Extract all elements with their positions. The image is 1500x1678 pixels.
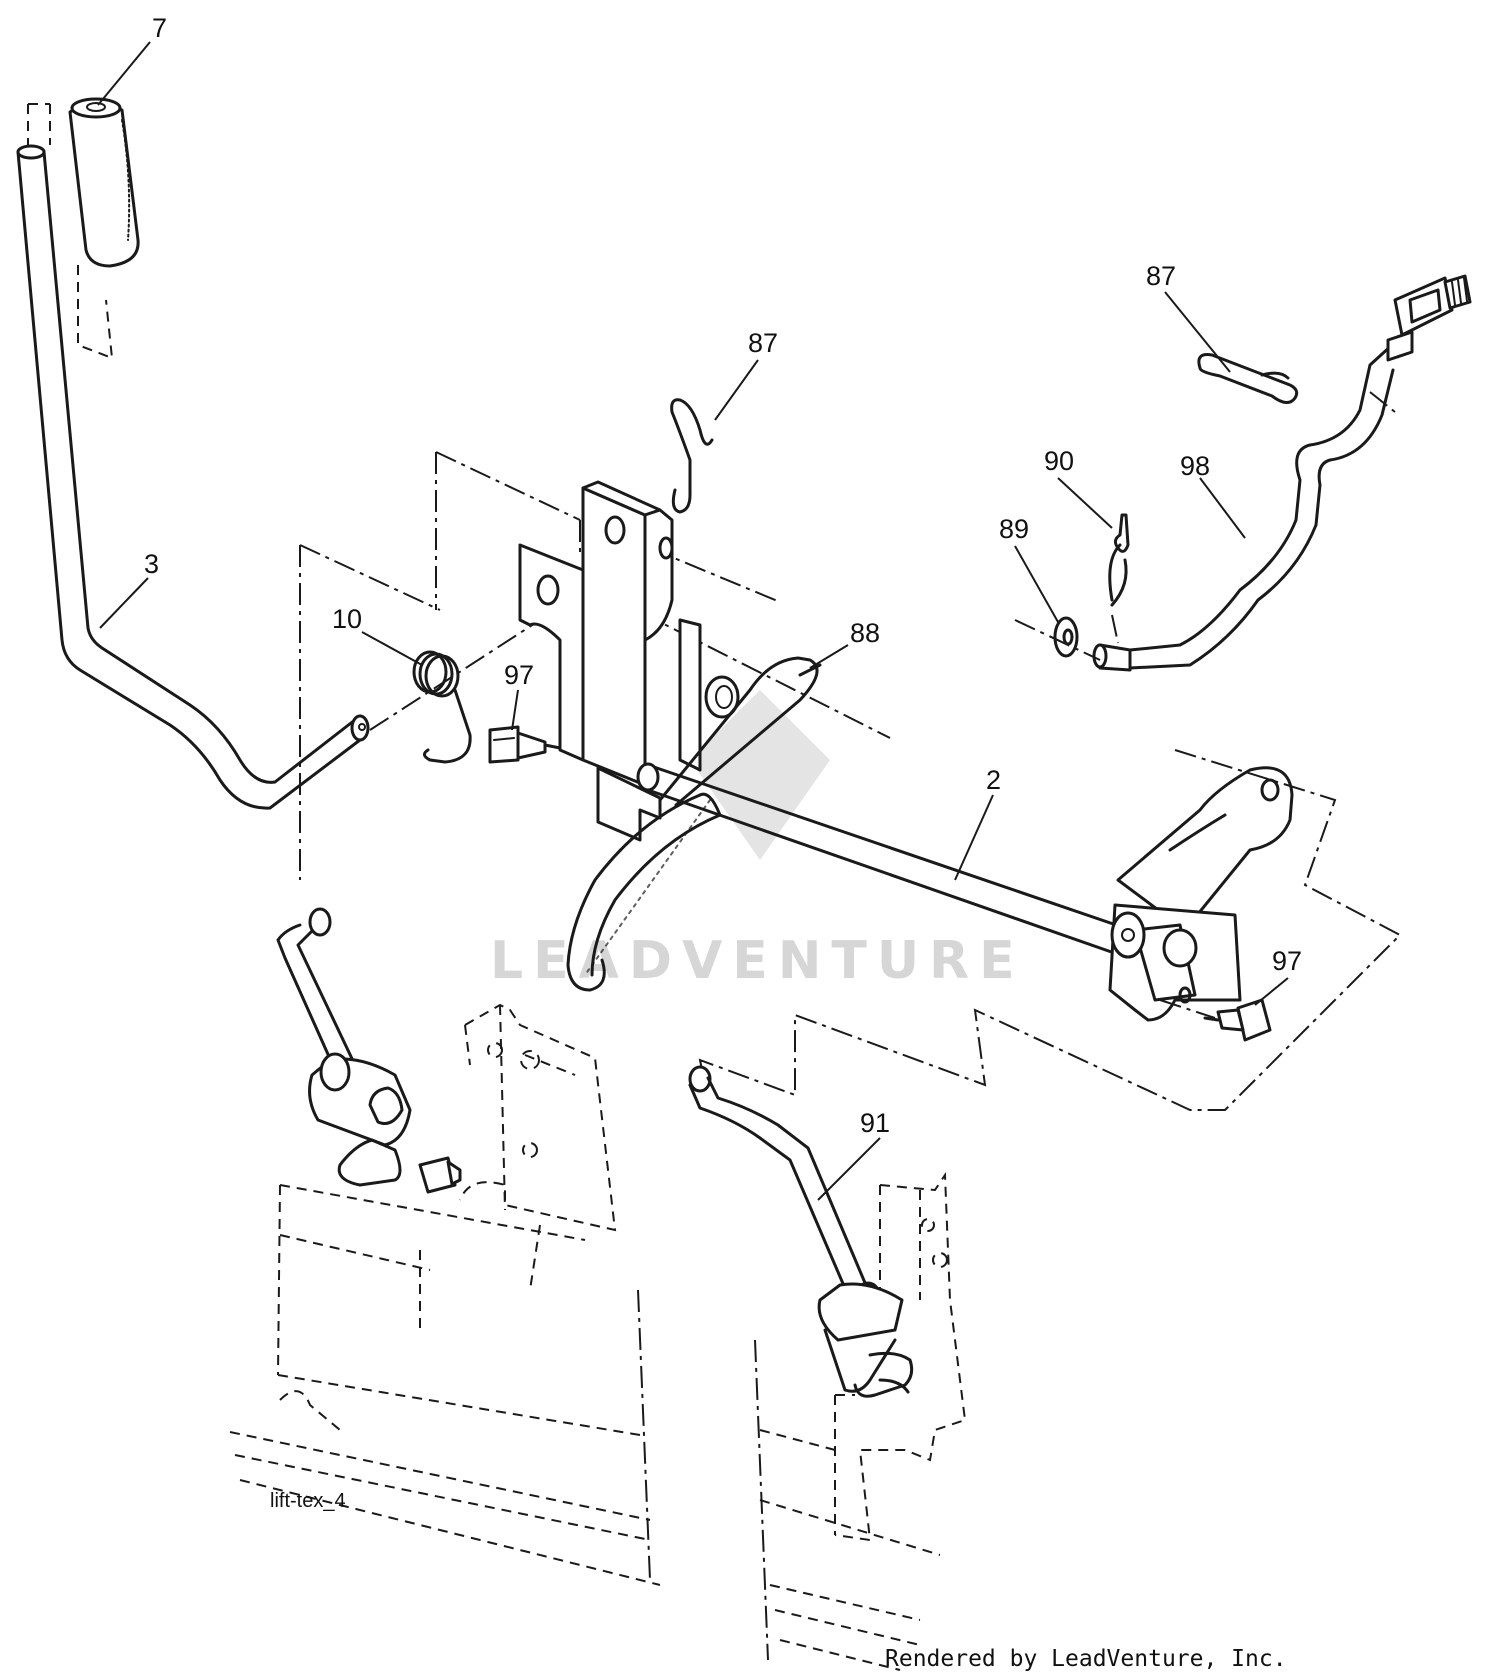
callout-87-right[interactable]: 87 — [1146, 261, 1176, 291]
assembly-line-right-frame — [698, 749, 1402, 1111]
callout-98[interactable]: 98 — [1180, 451, 1210, 481]
assembly-line-bolt-right — [1159, 999, 1216, 1019]
part-88-spring-rod[interactable] — [658, 656, 822, 807]
part-90-pin-clip[interactable] — [1108, 513, 1130, 607]
assembly-line-left-top — [299, 544, 441, 611]
assembly-line-handle-to-bracket — [369, 619, 541, 731]
grip-hidden-line — [27, 103, 51, 145]
leader-lines — [97, 41, 1289, 1201]
assembly-line-right-post — [754, 1339, 769, 1661]
callout-89[interactable]: 89 — [999, 514, 1029, 544]
callout-91[interactable]: 91 — [860, 1108, 890, 1138]
assembly-line-washer — [1014, 619, 1101, 661]
part-10-torsion-spring[interactable] — [412, 650, 472, 764]
assembly-line-left-post — [637, 1289, 651, 1581]
part-7-grip[interactable] — [68, 97, 140, 268]
watermark-logo-icon — [690, 690, 830, 860]
part-91-right-lift-link[interactable] — [688, 1065, 914, 1398]
callout-88[interactable]: 88 — [850, 618, 880, 648]
part-89-washer[interactable] — [1053, 616, 1079, 658]
assembly-line-center — [435, 451, 781, 610]
watermark-text: LEADVENTURE — [490, 931, 1025, 991]
assembly-line-pin-clip — [1111, 614, 1119, 644]
callouts: 7 3 10 97 87 88 2 87 90 89 98 97 91 — [144, 13, 1302, 1138]
part-2-rock-shaft[interactable] — [636, 762, 1294, 1022]
part-97-bolt-right[interactable] — [1203, 998, 1272, 1042]
callout-97-right[interactable]: 97 — [1272, 946, 1302, 976]
part-87-hairpin-clip-center[interactable] — [670, 398, 714, 514]
right-deck-plate-hidden — [759, 1171, 967, 1671]
left-lift-link[interactable] — [276, 907, 462, 1194]
extension-spring[interactable] — [566, 792, 722, 992]
callout-87-center[interactable]: 87 — [748, 328, 778, 358]
diagram-id-label: lift-tex_4 — [270, 1490, 346, 1512]
part-98-rod[interactable] — [1092, 274, 1472, 672]
render-credit: Rendered by LeadVenture, Inc. — [885, 1646, 1287, 1672]
grip-hidden-line-lower — [77, 265, 114, 360]
watermark: LEADVENTURE — [490, 690, 1025, 991]
callout-97-left[interactable]: 97 — [504, 660, 534, 690]
callout-2[interactable]: 2 — [986, 765, 1001, 795]
part-97-bolt-left[interactable] — [488, 725, 562, 764]
left-deck-plate-hidden — [229, 1003, 661, 1586]
part-3-lift-handle[interactable] — [16, 144, 370, 810]
callout-10[interactable]: 10 — [332, 604, 362, 634]
assembly-line-rod-end — [1369, 391, 1396, 413]
callout-7[interactable]: 7 — [152, 13, 167, 43]
bracket-assembly — [518, 480, 740, 842]
callout-90[interactable]: 90 — [1044, 446, 1074, 476]
part-87-hairpin-clip-right[interactable] — [1197, 353, 1299, 404]
callout-3[interactable]: 3 — [144, 549, 159, 579]
